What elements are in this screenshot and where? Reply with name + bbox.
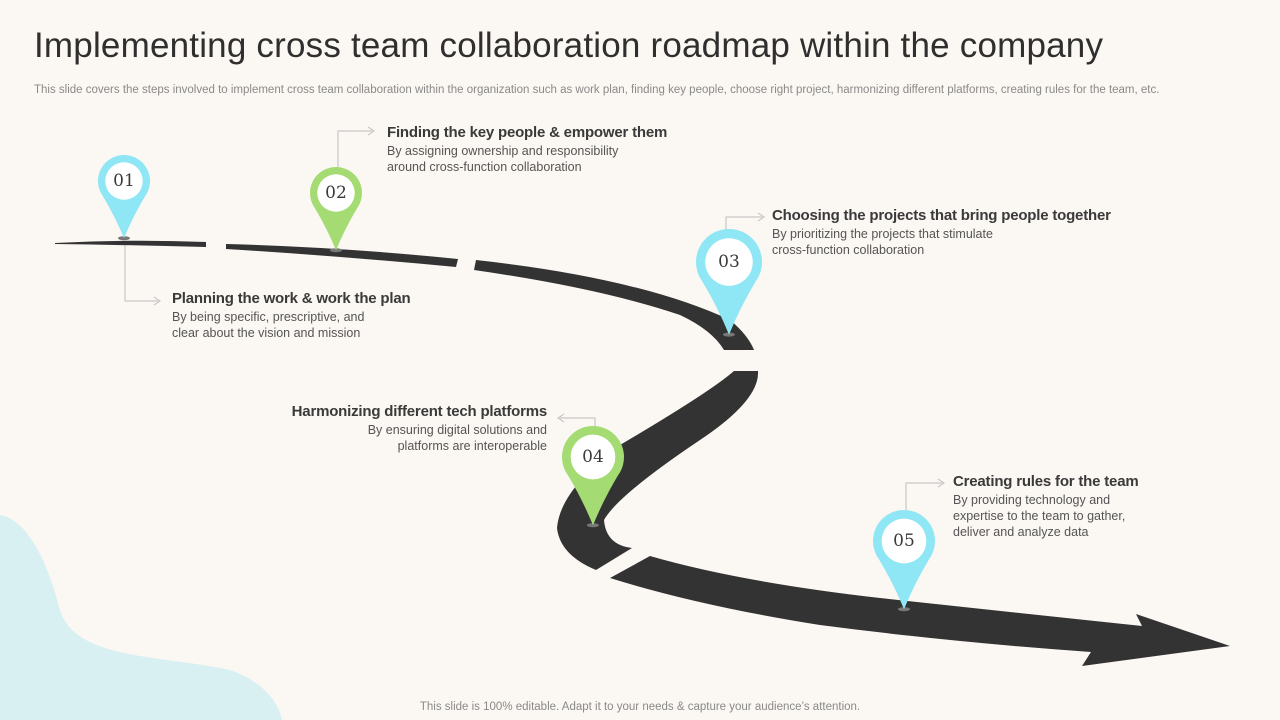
arrow-03: [757, 212, 765, 222]
slide-footer: This slide is 100% editable. Adapt it to…: [419, 701, 861, 713]
pin-number: 03: [718, 252, 740, 272]
step-01-text: Planning the work & work the plan By bei…: [172, 290, 411, 341]
road-segment-3: [474, 260, 754, 350]
step-05-line-2: expertise to the team to gather,: [953, 509, 1126, 523]
step-04-line-2: platforms are interoperable: [397, 439, 547, 453]
arrow-02: [367, 126, 375, 136]
pin-center: [105, 162, 143, 200]
pin-02: 02: [310, 166, 362, 253]
step-01-heading: Planning the work & work the plan: [172, 290, 411, 307]
step-05-description: By providing technology and expertise to…: [953, 492, 1138, 540]
step-04-text: Harmonizing different tech platforms By …: [291, 403, 548, 454]
road-segment-1: [55, 240, 206, 247]
connector-05: [905, 482, 942, 510]
step-04-heading: Harmonizing different tech platforms: [291, 403, 548, 420]
step-04-line-1: By ensuring digital solutions and: [367, 423, 547, 437]
road-path: [55, 240, 1230, 666]
step-02-line-2: around cross-function collaboration: [387, 160, 582, 174]
step-05-text: Creating rules for the team By providing…: [953, 473, 1139, 540]
step-03-line-1: By prioritizing the projects that stimul…: [772, 227, 993, 241]
step-03-text: Choosing the projects that bring people …: [772, 207, 1111, 258]
decorative-blob: [0, 515, 282, 720]
pin-01: 01: [98, 155, 150, 241]
slide-subtitle: This slide covers the steps involved to …: [34, 84, 1160, 96]
pin-number: 01: [113, 171, 135, 191]
step-01-description: By being specific, prescriptive, and cle…: [172, 309, 410, 341]
step-02-line-1: By assigning ownership and responsibilit…: [387, 144, 619, 158]
road-segment-2: [226, 244, 458, 267]
arrow-01: [153, 296, 161, 306]
slide-title: Implementing cross team collaboration ro…: [34, 26, 1104, 65]
connector-02: [337, 130, 372, 168]
pin-03: 03: [696, 229, 762, 337]
pin-center: [317, 174, 355, 212]
step-05-line-1: By providing technology and: [953, 493, 1111, 507]
step-01-line-1: By being specific, prescriptive, and: [172, 310, 365, 324]
step-02-text: Finding the key people & empower them By…: [387, 124, 667, 175]
connector-01: [124, 245, 158, 302]
step-02-heading: Finding the key people & empower them: [387, 124, 668, 141]
step-04-description: By ensuring digital solutions and platfo…: [292, 422, 547, 454]
pin-number: 02: [325, 183, 347, 203]
connector-lines: [124, 126, 945, 510]
step-05-line-3: deliver and analyze data: [953, 525, 1089, 539]
pin-center: [570, 434, 616, 480]
connector-04: [560, 417, 596, 428]
step-02-description: By assigning ownership and responsibilit…: [387, 143, 667, 175]
arrow-04: [557, 413, 565, 423]
pin-05: 05: [873, 510, 935, 612]
pin-04: 04: [562, 425, 624, 528]
pin-number: 05: [893, 531, 915, 551]
step-03-heading: Choosing the projects that bring people …: [772, 207, 1111, 224]
pin-center: [881, 518, 927, 564]
step-03-description: By prioritizing the projects that stimul…: [772, 226, 1111, 258]
connector-03: [725, 216, 762, 232]
step-05-heading: Creating rules for the team: [953, 473, 1139, 490]
pin-number: 04: [582, 447, 604, 467]
step-03-line-2: cross-function collaboration: [772, 243, 925, 257]
road-segment-5: [610, 556, 1230, 666]
road-segment-4: [557, 371, 759, 570]
pin-center: [705, 238, 753, 286]
arrow-05: [937, 478, 945, 488]
step-01-line-2: clear about the vision and mission: [172, 326, 361, 340]
